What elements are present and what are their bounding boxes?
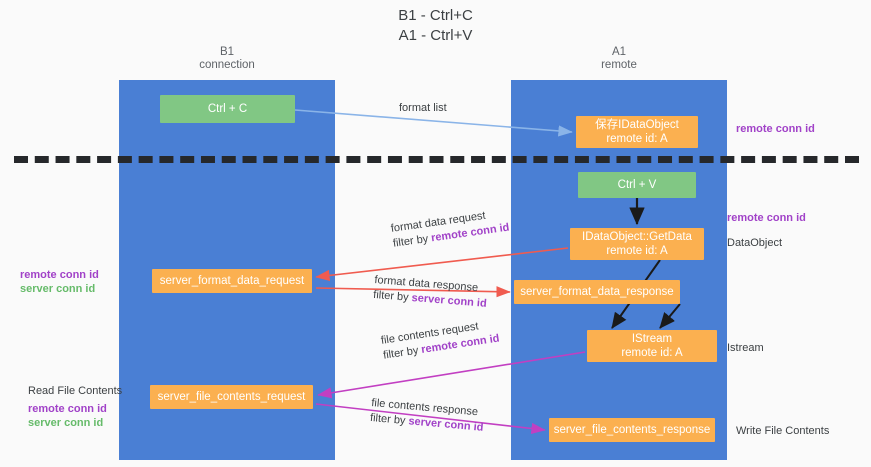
node-server-format-data-response-label: server_format_data_response xyxy=(520,286,674,298)
node-server-format-data-request-label: server_format_data_request xyxy=(159,275,305,287)
node-server-format-data-response[interactable]: server_format_data_response xyxy=(514,280,680,304)
node-istream-remote-id: remote id: A xyxy=(621,347,683,359)
node-ctrl-v[interactable]: Ctrl + V xyxy=(578,172,696,198)
node-idataobject[interactable]: 保存IDataObject remote id: A xyxy=(576,116,698,148)
swimlane-b1-name: B1 xyxy=(219,46,235,58)
node-getdata-remote-id: remote id: A xyxy=(606,245,668,257)
annotation-write-file-contents: Write File Contents xyxy=(736,425,830,437)
filter-prefix: filter by xyxy=(392,232,433,250)
swimlane-b1-sub: connection xyxy=(199,59,255,71)
edge-label-format-list: format list xyxy=(399,101,447,116)
node-ctrl-c-label: Ctrl + C xyxy=(207,103,248,115)
annotation-left-bot-remote: remote conn id xyxy=(28,403,107,415)
node-ctrl-v-label: Ctrl + V xyxy=(617,179,657,191)
filter-prefix: filter by xyxy=(372,288,413,304)
annotation-remote-conn-id-top: remote conn id xyxy=(736,123,815,135)
swimlane-b1-header: B1 connection xyxy=(119,46,335,72)
annotation-istream: Istream xyxy=(727,342,764,354)
phase-divider xyxy=(14,156,859,163)
filter-prefix: filter by xyxy=(369,411,409,428)
node-getdata-label: IDataObject::GetData xyxy=(582,231,692,243)
title-line-1: B1 - Ctrl+C xyxy=(398,7,473,24)
annotation-left-bottom: Read File Contents remote conn id server… xyxy=(28,384,122,430)
node-istream-label: IStream xyxy=(631,333,673,345)
title-line-2: A1 - Ctrl+V xyxy=(398,27,473,44)
swimlane-a1-header: A1 remote xyxy=(511,46,727,72)
page-title: B1 - Ctrl+C A1 - Ctrl+V xyxy=(0,6,871,46)
swimlane-a1-name: A1 xyxy=(611,46,627,58)
annotation-left-middle: remote conn id server conn id xyxy=(20,268,99,296)
annotation-remote-conn-id-mid: remote conn id xyxy=(727,212,806,224)
annotation-dataobject: DataObject xyxy=(727,237,783,249)
node-idataobject-remote-id: remote id: A xyxy=(606,133,668,145)
node-server-file-contents-request[interactable]: server_file_contents_request xyxy=(150,385,313,409)
node-server-format-data-request[interactable]: server_format_data_request xyxy=(152,269,312,293)
node-idataobject-getdata[interactable]: IDataObject::GetData remote id: A xyxy=(570,228,704,260)
annotation-read-file-contents: Read File Contents xyxy=(28,385,123,397)
edge-label-format-list-text: format list xyxy=(399,102,447,114)
node-idataobject-label: 保存IDataObject xyxy=(595,119,679,131)
annotation-left-mid-server: server conn id xyxy=(20,283,96,295)
annotation-left-bot-server: server conn id xyxy=(28,417,104,429)
node-server-file-contents-request-label: server_file_contents_request xyxy=(157,391,306,403)
node-istream[interactable]: IStream remote id: A xyxy=(587,330,717,362)
swimlane-a1-sub: remote xyxy=(601,59,637,71)
node-server-file-contents-response[interactable]: server_file_contents_response xyxy=(549,418,715,442)
node-server-file-contents-response-label: server_file_contents_response xyxy=(553,424,711,436)
annotation-left-mid-remote: remote conn id xyxy=(20,269,99,281)
node-ctrl-c[interactable]: Ctrl + C xyxy=(160,95,295,123)
